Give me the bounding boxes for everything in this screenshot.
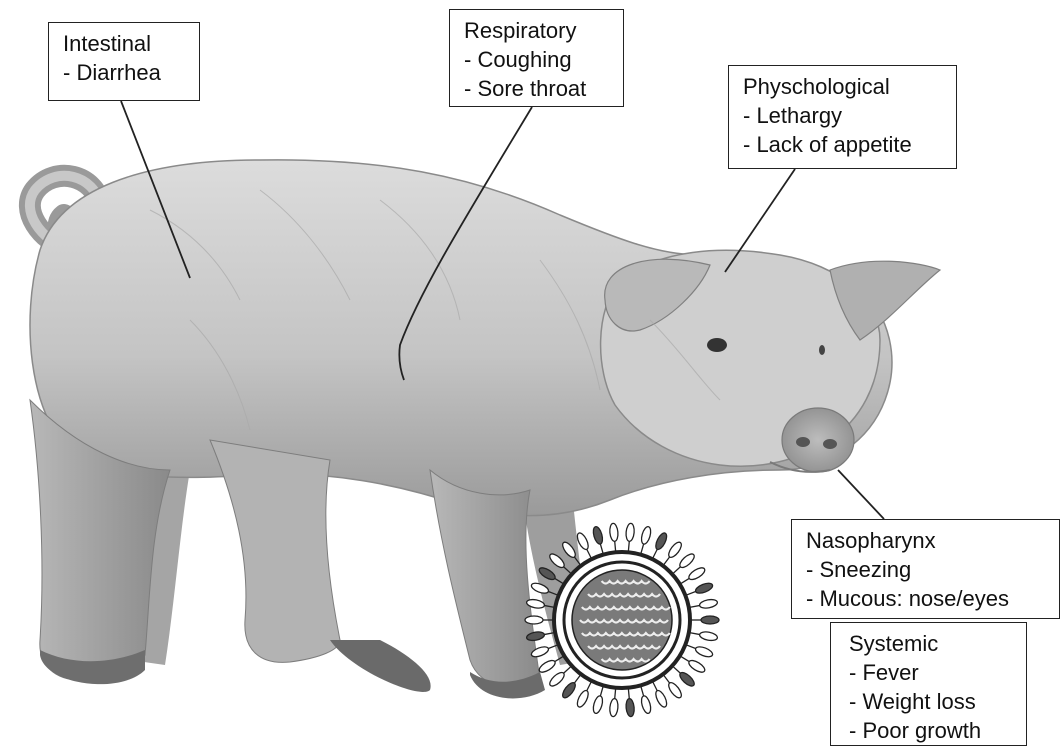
- virion-spike: [592, 684, 608, 714]
- label-systemic-item: - Poor growth: [849, 716, 1012, 745]
- virion-spike: [624, 523, 635, 553]
- virion-spike: [690, 616, 719, 624]
- pig-snout: [782, 408, 854, 472]
- virion-spike: [688, 629, 718, 642]
- virion-spike: [575, 679, 595, 709]
- virion-spike: [649, 531, 669, 561]
- pig-hind-leg-2: [210, 440, 340, 662]
- virion-spike: [684, 581, 714, 599]
- virion-spike: [592, 526, 608, 556]
- label-respiratory: Respiratory - Coughing - Sore throat: [449, 9, 624, 107]
- label-psychological-item: - Lack of appetite: [743, 130, 942, 159]
- label-psychological-item: - Lethargy: [743, 101, 942, 130]
- label-nasopharynx-item: - Mucous: nose/eyes: [806, 584, 1045, 613]
- virion-spike: [688, 598, 718, 611]
- label-respiratory-item: - Sore throat: [464, 74, 609, 103]
- label-systemic-title: Systemic: [849, 629, 1012, 658]
- virion-spike: [637, 526, 653, 556]
- pig-eye: [707, 338, 727, 352]
- label-systemic: Systemic - Fever - Weight loss - Poor gr…: [830, 622, 1027, 746]
- label-psychological-title: Physchological: [743, 72, 942, 101]
- virion-spike: [624, 687, 635, 717]
- virion-spike: [609, 687, 620, 717]
- label-systemic-item: - Weight loss: [849, 687, 1012, 716]
- label-nasopharynx-item: - Sneezing: [806, 555, 1045, 584]
- pig-front-leg: [430, 470, 540, 688]
- label-intestinal: Intestinal - Diarrhea: [48, 22, 200, 101]
- pig-hind-hoof-2: [330, 640, 431, 692]
- virion-spike: [649, 679, 669, 709]
- label-intestinal-item: - Diarrhea: [63, 58, 185, 87]
- label-nasopharynx: Nasopharynx - Sneezing - Mucous: nose/ey…: [791, 519, 1060, 619]
- leader-nasopharynx: [838, 470, 884, 519]
- label-systemic-item: - Fever: [849, 658, 1012, 687]
- label-psychological: Physchological - Lethargy - Lack of appe…: [728, 65, 957, 169]
- virion-spike: [609, 523, 620, 553]
- virion-spike: [637, 684, 653, 714]
- label-nasopharynx-title: Nasopharynx: [806, 526, 1045, 555]
- label-respiratory-item: - Coughing: [464, 45, 609, 74]
- label-respiratory-title: Respiratory: [464, 16, 609, 45]
- label-intestinal-title: Intestinal: [63, 29, 185, 58]
- virion-spike: [684, 641, 714, 659]
